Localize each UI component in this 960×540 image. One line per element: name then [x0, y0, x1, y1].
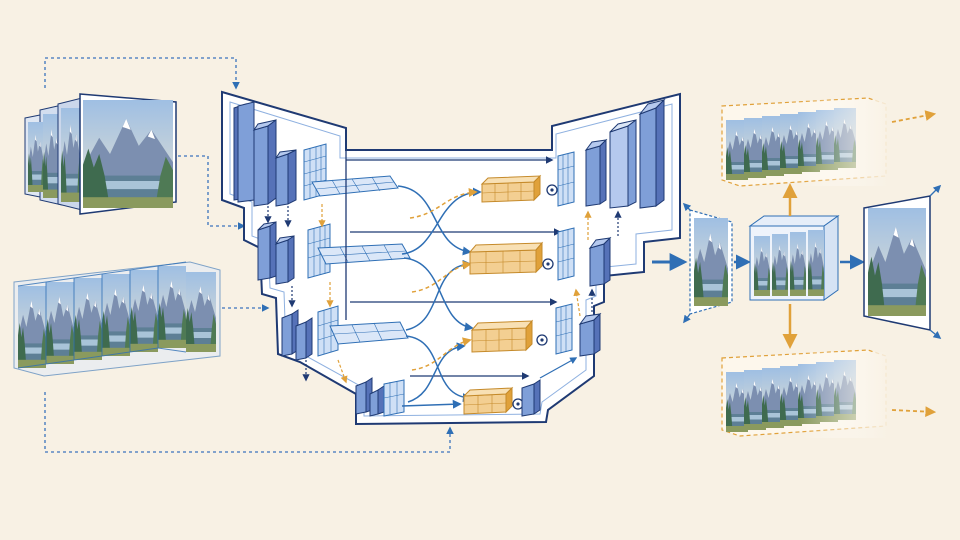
attention-grid-1: [303, 143, 399, 201]
decoder-grid-1: [557, 151, 575, 207]
encoder-level-2: [257, 221, 295, 285]
attention-grids: [303, 143, 411, 417]
cross-attention-curves: [397, 185, 482, 409]
stacked-frames-back: [24, 97, 83, 211]
encoder-level-3: [281, 309, 313, 361]
orange-block-2: [468, 241, 544, 275]
output-frame-left: [682, 202, 733, 324]
top-output-sequence: [721, 97, 937, 187]
orange-block-1: [480, 174, 542, 203]
sum-icon-dots: [516, 188, 554, 406]
encoder-level-4: [355, 377, 385, 417]
decoder-grids: [555, 151, 575, 355]
encoder-orange-arrows: [318, 204, 348, 384]
output-frame-right: [863, 184, 942, 339]
decoder-level-2: [588, 236, 612, 287]
decoder-level-1: [584, 98, 666, 209]
decoder-grid-2: [557, 227, 575, 281]
orange-block-4: [462, 386, 514, 415]
center-video-cube: [748, 215, 840, 301]
orange-block-3: [470, 319, 534, 353]
decoder-blocks: [521, 98, 666, 417]
bottom-output-sequence: [721, 349, 937, 438]
skip-connections: [345, 128, 562, 380]
encoder-blocks: [233, 101, 385, 417]
landscape-frame-icon: [79, 93, 177, 215]
input-frame-stack: [24, 93, 177, 215]
decoder-up-arrows: [539, 210, 622, 379]
decoder-level-3: [578, 312, 602, 357]
input-video-volume: [13, 261, 221, 377]
orange-feature-blocks: [462, 174, 544, 415]
encoder-level-1: [233, 101, 297, 207]
attention-grid-3: [317, 305, 409, 357]
decoder-level-4: [521, 379, 541, 417]
encoder-down-arrows: [264, 206, 310, 382]
attention-grid-2: [307, 223, 411, 279]
input-connections: [44, 57, 454, 453]
decoder-grid-3: [555, 303, 573, 355]
attention-grid-4: [383, 379, 405, 417]
